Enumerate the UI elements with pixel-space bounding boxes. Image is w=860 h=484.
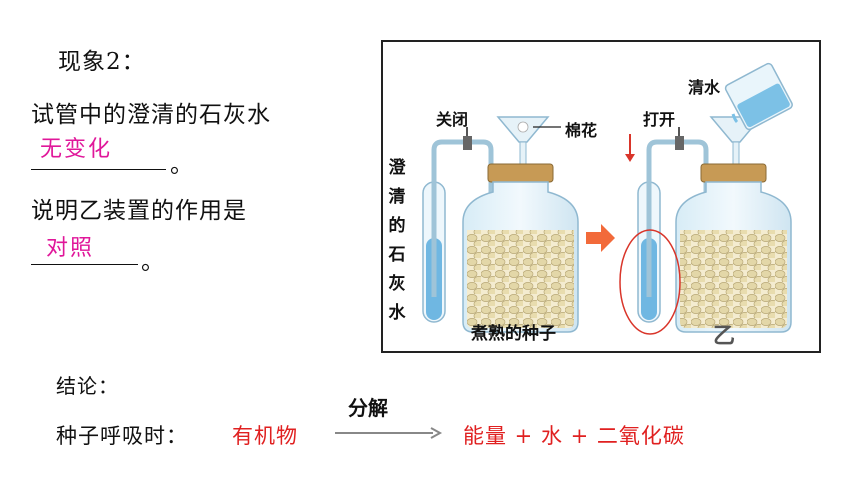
- question-1-period: 。: [170, 152, 194, 178]
- open-label: 打开: [643, 110, 676, 129]
- cotton: [517, 121, 529, 133]
- right-seeds: [680, 230, 787, 328]
- answer-blank-1: [31, 169, 166, 170]
- highlight-ellipse: [619, 229, 681, 335]
- left-apparatus: [422, 116, 579, 333]
- closed-label: 关闭: [436, 110, 469, 129]
- cotton-label: 棉花: [565, 121, 598, 140]
- beaker: [724, 62, 793, 131]
- experiment-figure: 关闭 棉花 打开 清水 澄清的石灰水 煮熟的种子 乙: [381, 40, 821, 353]
- right-cork: [700, 163, 767, 183]
- apparatus-drawing: [422, 62, 793, 335]
- limewater-label: 澄清的石灰水: [388, 158, 406, 323]
- left-clamp: [463, 136, 472, 150]
- reactant: 有机物: [232, 424, 298, 448]
- transition-arrow: [586, 224, 615, 252]
- seeds-label: 煮熟的种子: [471, 324, 556, 344]
- reaction-arrow-icon: [335, 427, 443, 439]
- conclusion-prefix: 种子呼吸时：: [56, 424, 188, 448]
- products: 能量 + 水 + 二氧化碳: [463, 424, 685, 448]
- question-2-answer: 对照: [46, 236, 95, 261]
- conclusion-title: 结论：: [56, 374, 119, 398]
- question-1-text: 试管中的澄清的石灰水: [31, 102, 271, 128]
- answer-blank-2: [31, 264, 138, 265]
- water-label: 清水: [688, 78, 721, 97]
- question-2-period: 。: [141, 249, 165, 275]
- left-bent-tube: [431, 139, 494, 297]
- left-seeds: [467, 230, 574, 328]
- observation-title: 现象2：: [58, 49, 146, 75]
- left-cork: [487, 163, 554, 183]
- right-clamp: [675, 136, 684, 150]
- question-2-text: 说明乙装置的作用是: [31, 198, 247, 224]
- flow-arrow-icon: [625, 154, 635, 162]
- arrow-label: 分解: [348, 396, 388, 420]
- device-label: 乙: [713, 324, 736, 349]
- question-1-answer: 无变化: [40, 137, 113, 162]
- right-apparatus: [619, 62, 793, 335]
